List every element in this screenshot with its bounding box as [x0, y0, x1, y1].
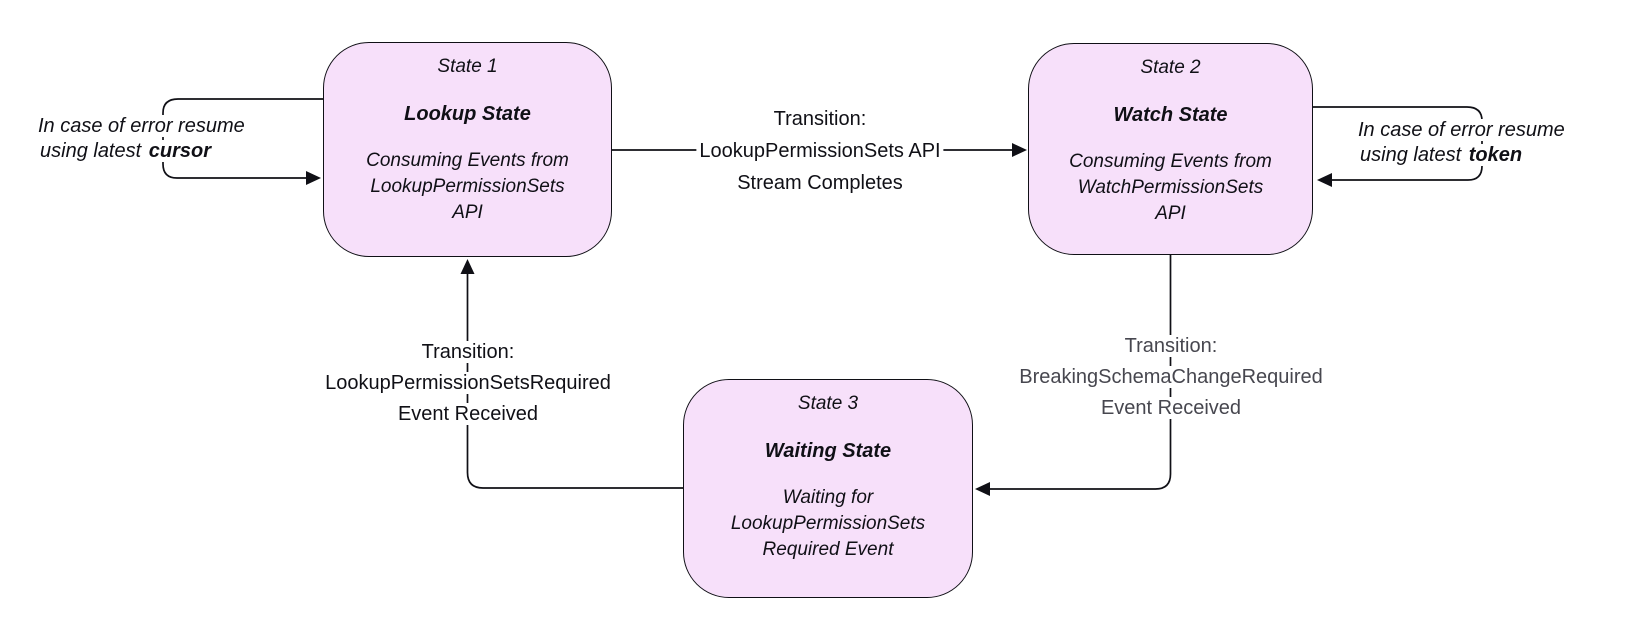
transition-label-line: BreakingSchemaChangeRequired	[1016, 362, 1326, 393]
transition-label-line: Transition:	[1016, 331, 1326, 362]
state-name: Waiting State	[764, 440, 892, 462]
state-description-line: Waiting for	[782, 487, 874, 508]
transition-state2-to-state3-arrowhead-icon	[975, 482, 990, 496]
state-description: Waiting for LookupPermissionSets Require…	[731, 485, 925, 563]
loop-label-line: In case of error resume	[1356, 119, 1567, 141]
state-description-line: WatchPermissionSets	[1077, 177, 1264, 198]
state-node-watch: State 2 Watch State Consuming Events fro…	[1028, 43, 1313, 255]
state-node-lookup: State 1 Lookup State Consuming Events fr…	[323, 42, 612, 257]
state-title: State 2	[1140, 57, 1201, 78]
state-title: State 1	[437, 56, 498, 77]
state-description-line: API	[1155, 203, 1186, 224]
state-title: State 3	[797, 393, 859, 414]
loop-label-line: using latest cursor	[36, 139, 247, 164]
loop-keyword: cursor	[148, 140, 211, 162]
state-node-waiting: State 3 Waiting State Waiting for Lookup…	[683, 379, 973, 598]
state-name: Watch State	[1113, 104, 1228, 126]
transition-label-line: LookupPermissionSets API	[696, 135, 944, 167]
state-description-line: Consuming Events from	[366, 150, 569, 171]
state-description-line: API	[452, 202, 483, 223]
self-loop-state2-path	[1312, 106, 1483, 181]
transition-label-line: Transition:	[696, 103, 943, 135]
self-loop-state2-arrowhead-icon	[1317, 173, 1332, 187]
transition-label-state1-to-state2: Transition: LookupPermissionSets API Str…	[696, 103, 944, 199]
state-description-line: LookupPermissionSets	[730, 513, 926, 534]
transition-label-line: Event Received	[322, 399, 614, 430]
transition-label-line: LookupPermissionSetsRequired	[322, 368, 614, 399]
transition-label-line: Transition:	[322, 337, 614, 368]
state-description-line: Consuming Events from	[1069, 151, 1272, 172]
transition-state1-to-state2-arrowhead-icon	[1012, 143, 1027, 157]
loop-label-line: using latest token	[1356, 143, 1567, 168]
transition-state3-to-state1-arrowhead-icon	[460, 259, 475, 274]
transition-label-state2-to-state3: Transition: BreakingSchemaChangeRequired…	[1016, 331, 1326, 424]
transition-label-state3-to-state1: Transition: LookupPermissionSetsRequired…	[322, 337, 614, 430]
loop-keyword: token	[1468, 144, 1523, 166]
self-loop-label-state1: In case of error resume using latest cur…	[36, 114, 247, 164]
transition-state3-to-state1-path	[466, 274, 683, 489]
transition-state2-to-state3-path	[990, 255, 1172, 490]
loop-label-line: In case of error resume	[36, 115, 247, 137]
self-loop-label-state2: In case of error resume using latest tok…	[1356, 118, 1567, 168]
state-description-line: Required Event	[762, 539, 894, 560]
transition-label-line: Event Received	[1016, 393, 1326, 424]
self-loop-state1-path	[162, 98, 324, 179]
self-loop-state1-arrowhead-icon	[306, 171, 321, 185]
state-description: Consuming Events from WatchPermissionSet…	[1069, 149, 1272, 227]
state-name: Lookup State	[404, 103, 531, 125]
state-description-line: LookupPermissionSets	[370, 176, 565, 197]
transition-label-line: Stream Completes	[696, 167, 943, 199]
state-description: Consuming Events from LookupPermissionSe…	[366, 148, 569, 226]
